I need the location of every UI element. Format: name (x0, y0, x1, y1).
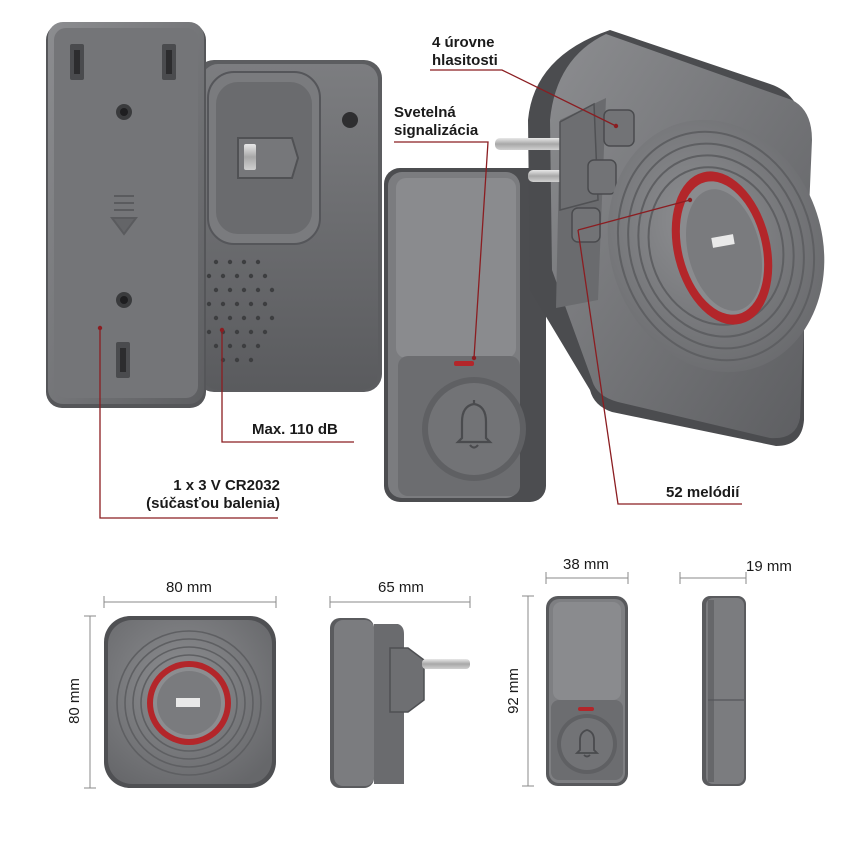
battery-label: 1 x 3 V CR2032 (súčasťou balenia) (130, 477, 280, 513)
receiver-back-view (196, 60, 382, 392)
volume-label-line2: hlasitosti (432, 52, 498, 69)
signal-label-line2: signalizácia (394, 122, 479, 139)
battery-label-line2: (súčasťou balenia) (146, 495, 280, 512)
leader-dots (97, 123, 693, 361)
button-depth-label: 19 mm (746, 558, 792, 575)
receiver-front-view (495, 30, 825, 446)
receiver-side-small (330, 618, 470, 788)
wireless-button-front (384, 168, 546, 502)
emos-logo (711, 234, 735, 248)
volume-button (603, 109, 635, 147)
led-indicator (454, 361, 474, 366)
volume-label-line1: 4 úrovne (432, 34, 495, 51)
bell-icon (455, 400, 493, 449)
receiver-height-label: 80 mm (66, 678, 83, 724)
loudness-label: Max. 110 dB (252, 421, 338, 438)
light-signal-label: Svetelná signalizácia (394, 104, 478, 140)
melody-next-button (587, 159, 617, 195)
melodies-label: 52 melódií (666, 484, 740, 501)
signal-label-line1: Svetelná (394, 104, 456, 121)
open-arrow-emboss (110, 195, 138, 236)
receiver-depth-label: 65 mm (378, 579, 424, 596)
battery-label-line1: 1 x 3 V CR2032 (173, 477, 280, 494)
button-height-label: 92 mm (505, 668, 522, 714)
button-side-small (702, 596, 746, 786)
button-front-small (546, 596, 628, 786)
button-width-label: 38 mm (563, 556, 609, 573)
leader-lines (99, 69, 742, 519)
button-back-view (46, 22, 206, 408)
volume-levels-label: 4 úrovne hlasitosti (432, 34, 498, 70)
receiver-width-label: 80 mm (166, 579, 212, 596)
receiver-front-small (104, 616, 276, 788)
dimension-lines (84, 572, 747, 789)
